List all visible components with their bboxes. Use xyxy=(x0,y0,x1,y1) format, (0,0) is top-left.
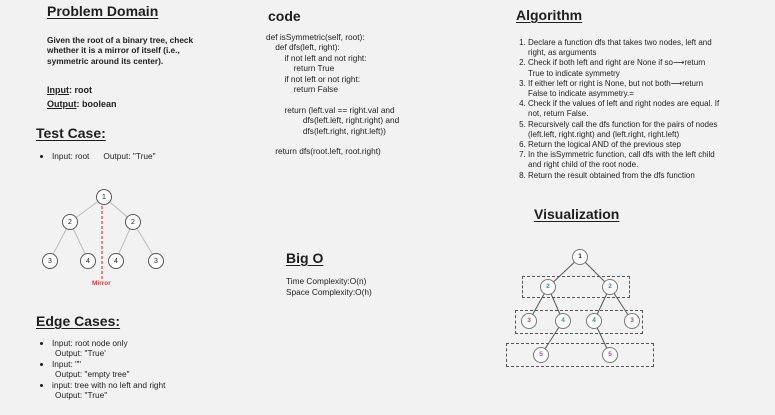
input-label: Input xyxy=(47,85,69,95)
input-value: : root xyxy=(69,85,92,95)
test-case-item: Input: root Output: "True" xyxy=(52,151,156,161)
algorithm-title: Algorithm xyxy=(516,7,583,23)
viz-node: 3 xyxy=(521,313,537,329)
output-value: : boolean xyxy=(76,99,117,109)
algorithm-step: Check if both left and right are None if… xyxy=(528,58,762,78)
input-line: Input: root xyxy=(47,85,92,95)
level-3-box xyxy=(515,310,643,334)
tree-node: 1 xyxy=(96,189,112,205)
algorithm-step: Declare a function dfs that takes two no… xyxy=(528,38,762,58)
tree-node: 2 xyxy=(62,214,78,230)
algorithm-step-line: If either left or right is None, but not… xyxy=(528,78,704,88)
edge-case-item: Input: ""Output: "empty tree" xyxy=(52,359,165,380)
algorithm-step: Return the result obtained from the dfs … xyxy=(528,171,762,181)
algorithm-step: Return the logical AND of the previous s… xyxy=(528,140,762,150)
problem-domain-title: Problem Domain xyxy=(47,3,159,19)
code-title: code xyxy=(268,8,301,24)
algorithm-step-line: Return the result obtained from the dfs … xyxy=(528,170,695,180)
algorithm-step-line: Declare a function dfs that takes two no… xyxy=(528,38,712,47)
viz-node: 3 xyxy=(624,313,640,329)
problem-desc-line: Given the root of a binary tree, check xyxy=(47,35,194,45)
problem-desc-line: symmetric around its center). xyxy=(47,55,164,66)
viz-node: 1 xyxy=(572,249,588,265)
viz-node: 4 xyxy=(586,313,602,329)
problem-description: Given the root of a binary tree, check w… xyxy=(47,35,193,66)
viz-node: 5 xyxy=(602,347,618,363)
time-complexity: Time Complexity:O(n) xyxy=(286,276,367,286)
test-case-output: Output: "True" xyxy=(103,151,156,161)
edge-case-input: input: tree with no left and right xyxy=(52,379,166,390)
problem-desc-line: whether it is a mirror of itself (i.e., xyxy=(47,45,180,56)
algorithm-step-line: Check if the values of left and right no… xyxy=(528,99,720,109)
viz-node: 2 xyxy=(540,279,556,295)
edge-case-output: Output: "True' xyxy=(55,348,106,359)
level-2-box xyxy=(522,276,630,298)
big-o-title: Big O xyxy=(286,250,324,266)
tree-node: 2 xyxy=(125,214,141,230)
tree-node: 3 xyxy=(148,253,164,269)
algorithm-step-line: Check if both left and right are None if… xyxy=(528,58,706,68)
algorithm-step-line: and right child of the root node. xyxy=(528,160,639,170)
algorithm-step-line: (left.left, right.right) and (left.right… xyxy=(528,129,680,139)
algorithm-step: If either left or right is None, but not… xyxy=(528,79,762,99)
test-case-list: Input: root Output: "True" xyxy=(36,151,156,161)
algorithm-step: In the isSymmetric function, call dfs wi… xyxy=(528,150,762,170)
output-line: Output: boolean xyxy=(47,99,117,109)
code-block: def isSymmetric(self, root): def dfs(lef… xyxy=(266,32,400,157)
edge-case-output: Output: "empty tree" xyxy=(55,369,130,380)
space-complexity: Space Complexity:O(h) xyxy=(286,287,372,297)
algorithm-step: Check if the values of left and right no… xyxy=(528,99,762,119)
tree-node: 3 xyxy=(42,253,58,269)
algorithm-step-line: False to indicate asymmetry.= xyxy=(528,89,634,99)
test-case-title: Test Case: xyxy=(36,125,106,141)
visualization-title: Visualization xyxy=(534,206,620,222)
edge-cases-title: Edge Cases: xyxy=(36,313,121,329)
algorithm-steps: Declare a function dfs that takes two no… xyxy=(512,38,762,181)
edge-case-output: Output: "True" xyxy=(55,390,108,401)
viz-node: 4 xyxy=(555,313,571,329)
mirror-label: Mirror xyxy=(92,280,111,287)
algorithm-step-line: not, return False. xyxy=(528,109,589,119)
algorithm-step: Recursively call the dfs function for th… xyxy=(528,120,762,140)
algorithm-step-line: right, as arguments xyxy=(528,48,597,58)
viz-node: 5 xyxy=(533,347,549,363)
viz-node: 2 xyxy=(602,279,618,295)
edge-case-item: input: tree with no left and rightOutput… xyxy=(52,380,165,401)
test-case-input: Input: root xyxy=(52,151,90,161)
output-label: Output xyxy=(47,99,77,109)
level-4-box xyxy=(506,343,654,367)
edge-case-input: Input: "" xyxy=(52,358,81,369)
edge-case-input: Input: root node only xyxy=(52,338,128,348)
algorithm-step-line: Return the logical AND of the previous s… xyxy=(528,140,681,150)
tree-node: 4 xyxy=(80,253,96,269)
algorithm-step-line: True to indicate symmetry xyxy=(528,68,620,78)
algorithm-step-line: In the isSymmetric function, call dfs wi… xyxy=(528,150,715,160)
tree-node: 4 xyxy=(108,253,124,269)
algorithm-step-line: Recursively call the dfs function for th… xyxy=(528,119,718,129)
